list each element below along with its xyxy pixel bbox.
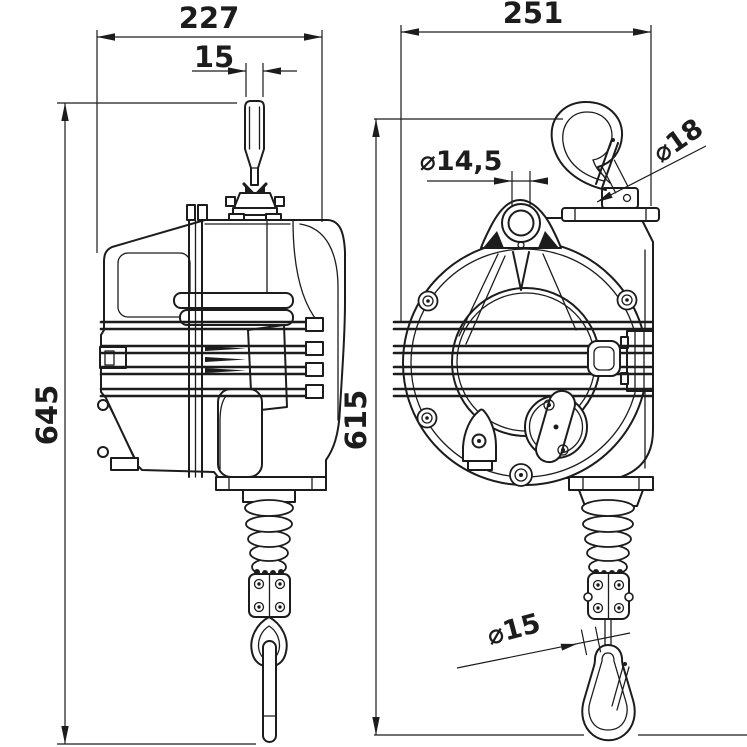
- band-clamp: [305, 362, 324, 377]
- cover-bolt-boss: [509, 463, 533, 487]
- dim-front-width: 251: [400, 0, 652, 322]
- top-hook-front: [550, 101, 624, 191]
- lower-bracket-front: [462, 408, 497, 471]
- side-bolt: [97, 446, 109, 458]
- dim-eye-hole-diameter: ⌀14,5: [420, 146, 548, 207]
- dim-front-height: 615: [339, 118, 747, 736]
- band-buckle-front: [587, 340, 621, 377]
- foot-pad-side: [110, 457, 139, 471]
- cable-clamp-side: [248, 573, 291, 618]
- snap-hook-gate: [611, 662, 630, 711]
- eye-hole: [507, 209, 535, 237]
- lower-lobe-side: [217, 388, 263, 478]
- spring-front: [581, 499, 635, 576]
- cover-bolt-boss: [417, 290, 439, 312]
- steel-bands-side: [99, 317, 324, 399]
- bottom-flange-side: [215, 476, 327, 503]
- dim-pin-width: 15: [192, 40, 297, 97]
- bracket-ear-side: [186, 204, 196, 221]
- top-hook-pin-side: [225, 100, 285, 221]
- dimension-label-front-height: 615: [339, 390, 373, 451]
- cover-bolt-boss: [616, 289, 638, 311]
- cover-bolt-boss: [416, 407, 438, 429]
- steel-bands-front: [392, 320, 654, 398]
- band-clamp: [305, 384, 324, 399]
- dimension-label-cable-hook: ⌀15: [484, 608, 544, 652]
- dimension-label-pin-width: 15: [194, 40, 234, 74]
- dimension-label-side-width: 227: [179, 1, 240, 35]
- drum-collar-side: [173, 292, 294, 309]
- bracket-ear-side: [197, 204, 208, 221]
- suspension-bracket-front: [480, 199, 562, 291]
- ratchet-front: [524, 389, 588, 464]
- hook-safety-latch: [595, 138, 619, 189]
- band-clamp: [305, 341, 324, 356]
- snap-hook-front: [581, 644, 636, 742]
- dim-side-width: 227: [96, 1, 323, 253]
- cable-loop-side: [250, 616, 288, 743]
- dim-side-height: 645: [30, 102, 256, 745]
- band-clamp: [305, 317, 324, 332]
- side-bolt: [97, 399, 109, 411]
- side-view: [97, 100, 346, 743]
- spring-side: [244, 499, 294, 576]
- dimension-label-eye-hole: ⌀14,5: [420, 146, 503, 177]
- dimension-label-side-height: 645: [30, 385, 64, 446]
- band-tensioner-front: [620, 330, 654, 392]
- cable-clamp-front: [583, 572, 634, 620]
- front-view: [392, 101, 660, 742]
- dimension-label-front-width: 251: [503, 0, 564, 30]
